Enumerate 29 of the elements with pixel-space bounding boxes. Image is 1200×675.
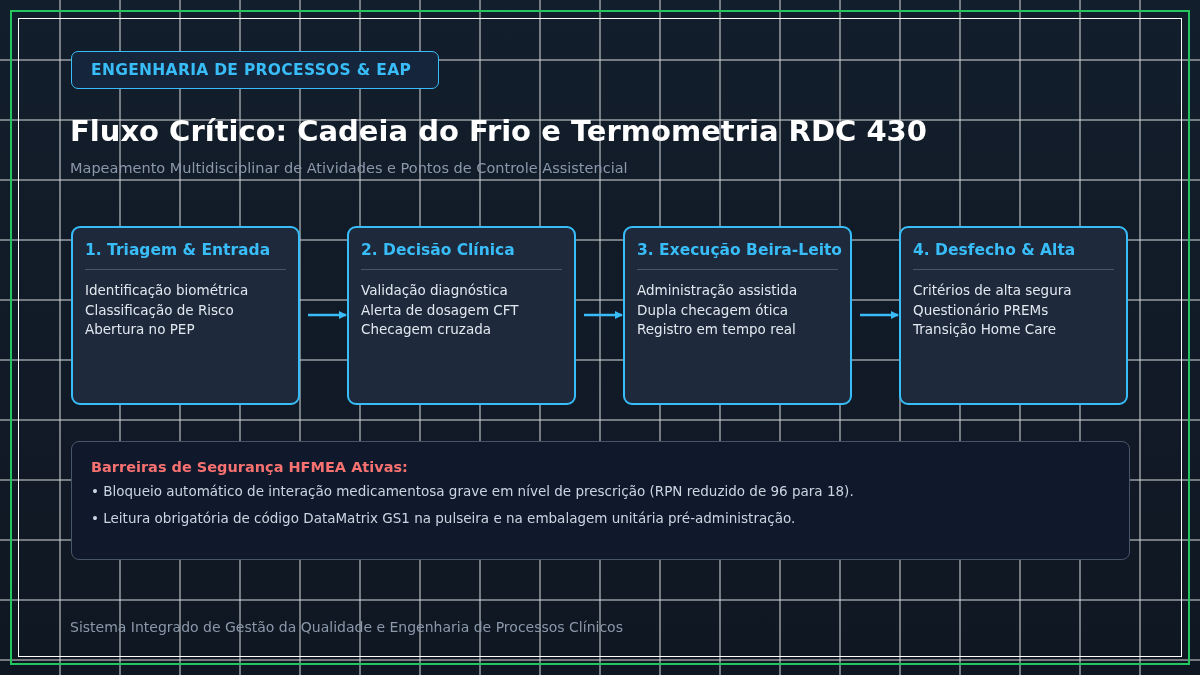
step-item: Registro em tempo real	[637, 320, 797, 339]
bullet-text: • Leitura obrigatória de código DataMatrix GS1 na pulseira e na embalagem unitária pré-administração.	[91, 510, 797, 526]
step-heading: 4. Desfecho & Alta	[913, 241, 1114, 270]
step-item: Classificação de Risco	[85, 300, 235, 320]
step-item: Abertura no PEP	[85, 320, 196, 339]
step-card	[623, 226, 852, 405]
bullet-text: • Bloqueio automático de interação medicamentosa grave em nível de prescrição (RPN reduzido de 96 para 18).	[91, 483, 855, 499]
step-item: Identificação biométrica	[85, 281, 250, 300]
step-item: Alerta de dosagem CFT	[361, 300, 520, 320]
barrier-panel	[71, 441, 1130, 560]
arrow	[584, 311, 623, 319]
step-item: Checagem cruzada	[361, 320, 493, 339]
step-item: Transição Home Care	[913, 320, 1058, 339]
panel-heading: Barreiras de Segurança HFMEA Ativas:	[91, 459, 409, 475]
step-item: Critérios de alta segura	[913, 281, 1073, 300]
title: Fluxo Crítico: Cadeia do Frio e Termometria RDC 430	[70, 114, 927, 148]
step-item: Validação diagnóstica	[361, 281, 509, 300]
step-item: Dupla checagem ótica	[637, 300, 790, 320]
step-card	[71, 226, 300, 405]
step-item: Questionário PREMs	[913, 300, 1050, 320]
step-heading: 2. Decisão Clínica	[361, 241, 562, 270]
arrow	[860, 311, 899, 319]
step-card	[347, 226, 576, 405]
step-card	[899, 226, 1128, 405]
category-badge	[71, 51, 439, 89]
step-item: Administração assistida	[637, 281, 799, 300]
badge-text: ENGENHARIA DE PROCESSOS & EAP	[91, 61, 412, 79]
step-heading: 1. Triagem & Entrada	[85, 241, 286, 270]
arrow	[308, 311, 347, 319]
